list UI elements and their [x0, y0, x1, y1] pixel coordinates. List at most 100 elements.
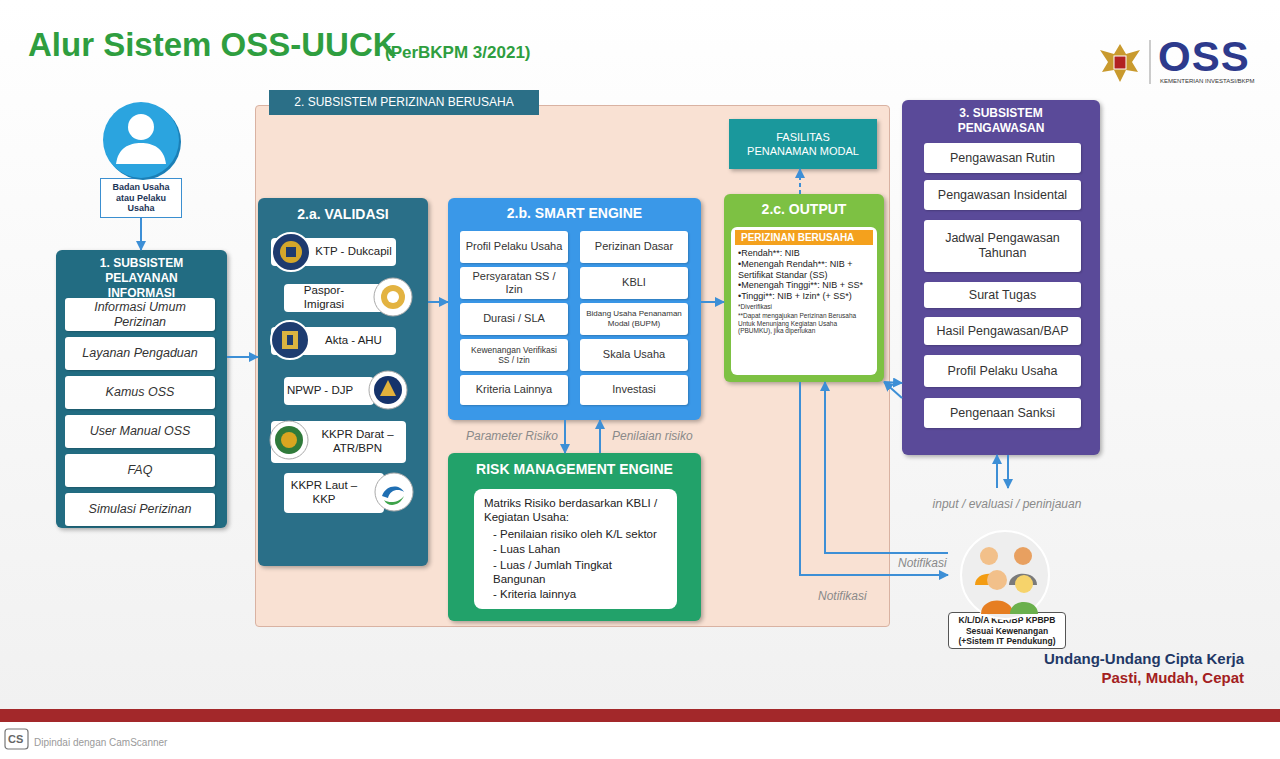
- item-box: Profil Pelaku Usaha: [924, 355, 1081, 387]
- item-box: Informasi Umum Perizinan: [65, 298, 215, 331]
- emblem-mark: [387, 291, 399, 303]
- item-box: Hasil Pengawasan/BAP: [924, 317, 1081, 345]
- item-label: Durasi / SLA: [483, 312, 545, 325]
- person-body: [981, 601, 1013, 615]
- emblem-mark: [281, 432, 297, 448]
- logo-subtext: KEMENTERIAN INVESTASI/BKPM: [1160, 78, 1255, 84]
- zone-tab: 2. SUBSISTEM PERIZINAN BERUSAHA: [269, 90, 539, 115]
- item-label: Hasil Pengawasan/BAP: [936, 324, 1068, 339]
- item-label: Jadwal Pengawasan Tahunan: [929, 231, 1076, 261]
- item-box: Simulasi Perizinan: [65, 493, 215, 526]
- flow-connector: [428, 301, 448, 303]
- flow-connector: [799, 169, 801, 194]
- emblem-wave: [382, 486, 404, 498]
- person-body: [975, 574, 1003, 585]
- item-box: Kewenangan Verifikasi SS / Izin: [460, 339, 568, 371]
- risk-heading: Matriks Risiko berdasarkan KBLI / Kegiat…: [484, 496, 667, 525]
- source-label: KTP - Dukcapil: [315, 245, 391, 259]
- emblem-core: [374, 376, 402, 404]
- flow-connector: [564, 420, 566, 453]
- item-box: Kamus OSS: [65, 376, 215, 409]
- flow-connector: [227, 356, 258, 358]
- person-head: [980, 547, 998, 565]
- subsystem-panel: 2.b. SMART ENGINEProfil Pelaku UsahaPeri…: [448, 198, 701, 420]
- output-heading: PERIZINAN BERUSAHA: [735, 230, 873, 245]
- item-label: Investasi: [612, 383, 655, 396]
- logo-divider: [1150, 40, 1151, 84]
- source-label: Paspor-Imigrasi: [284, 284, 364, 312]
- icon-shadow: [105, 104, 181, 180]
- item-label: User Manual OSS: [90, 424, 191, 439]
- flow-connector: [599, 420, 601, 453]
- risk-level-item: •Menengah Rendah**: NIB + Sertifikat Sta…: [735, 259, 873, 281]
- panel-heading: RISK MANAGEMENT ENGINE: [448, 461, 701, 479]
- scan-strip: [0, 722, 1280, 759]
- actor-box: Badan Usaha atau Pelaku Usaha: [100, 178, 182, 218]
- connector-label: Notifikasi: [898, 556, 968, 570]
- validation-source: KKPR Laut – KKP: [284, 473, 384, 513]
- actor-label: Badan Usaha atau Pelaku Usaha: [105, 182, 177, 214]
- item-box: FAQ: [65, 454, 215, 487]
- facility-box: FASILITAS PENANAMAN MODAL: [729, 119, 877, 169]
- output-list: PERIZINAN BERUSAHA•Rendah**: NIB•Menenga…: [731, 227, 877, 375]
- person-head: [1015, 575, 1033, 593]
- emblem-wave: [384, 496, 404, 505]
- subsystem-panel: 2.a. VALIDASIKTP - DukcapilPaspor-Imigra…: [258, 198, 428, 566]
- source-label: NPWP - DJP: [287, 384, 353, 398]
- item-box: Persyaratan SS / Izin: [460, 267, 568, 299]
- garuda-shape: [1100, 44, 1140, 82]
- item-box: Pengawasan Insidental: [924, 180, 1081, 210]
- footnote: *Diverifikasi: [735, 303, 873, 311]
- emblem-core: [280, 241, 302, 263]
- risk-level-item: •Tinggi**: NIB + Izin* (+ SS*): [735, 291, 873, 302]
- flow-connector: [1007, 455, 1009, 488]
- validation-source: KKPR Darat – ATR/BPN: [271, 421, 406, 463]
- icon-circle: [961, 531, 1049, 619]
- footer-band: [0, 709, 1280, 722]
- logo-text: OSS: [1158, 36, 1250, 78]
- item-label: Pengenaan Sanksi: [950, 406, 1055, 421]
- atr-bpn-emblem: [270, 421, 308, 459]
- subtitle: (PerBKPM 3/2021): [385, 43, 531, 63]
- scanner-logo-frame: [5, 729, 28, 749]
- emblem-mark: [286, 247, 296, 257]
- flow-connector: [701, 301, 724, 303]
- garuda-logo: [1100, 44, 1140, 82]
- item-box: Pengenaan Sanksi: [924, 398, 1081, 428]
- source-label: KKPR Darat – ATR/BPN: [309, 428, 406, 456]
- scanner-logo: CS: [8, 733, 23, 745]
- item-box: Investasi: [580, 375, 688, 405]
- validation-source: NPWP - DJP: [284, 377, 374, 405]
- emblem-circle: [369, 371, 407, 409]
- person-head: [987, 570, 1007, 590]
- item-box: Durasi / SLA: [460, 303, 568, 335]
- item-label: Surat Tugas: [969, 288, 1036, 303]
- diagram-title: Alur Sistem OSS-UUCK: [28, 26, 397, 64]
- item-label: Pengawasan Insidental: [938, 188, 1067, 203]
- emblem-core: [282, 331, 298, 349]
- scanner-note: Dipindai dengan CamScanner: [34, 737, 167, 748]
- item-box: Pengawasan Rutin: [924, 143, 1081, 173]
- person-body: [1009, 574, 1037, 585]
- item-label: FAQ: [128, 463, 153, 478]
- footer-slogan: Pasti, Mudah, Cepat: [1101, 669, 1244, 686]
- validation-source: KTP - Dukcapil: [271, 238, 396, 266]
- icon-head: [128, 114, 154, 140]
- garuda-shield: [1114, 56, 1126, 69]
- subsystem-panel: 3. SUBSISTEM PENGAWASANPengawasan RutinP…: [902, 100, 1100, 455]
- emblem-core: [275, 426, 303, 454]
- facility-label: FASILITAS PENANAMAN MODAL: [747, 130, 859, 159]
- item-label: Skala Usaha: [603, 348, 665, 361]
- connector-label: Penilaian risiko: [612, 429, 712, 443]
- stakeholder-label: K/L/D/A KEK/BP KPBPB Sesuai Kewenangan (…: [948, 612, 1066, 649]
- item-label: KBLI: [622, 276, 646, 289]
- item-label: Profil Pelaku Usaha: [466, 240, 563, 253]
- flow-connector: [800, 382, 948, 575]
- validation-source: Akta - AHU: [271, 327, 396, 355]
- kkp-emblem: [375, 473, 413, 511]
- emblem-circle: [375, 473, 413, 511]
- item-box: Layanan Pengaduan: [65, 337, 215, 370]
- flow-connector: [996, 455, 998, 488]
